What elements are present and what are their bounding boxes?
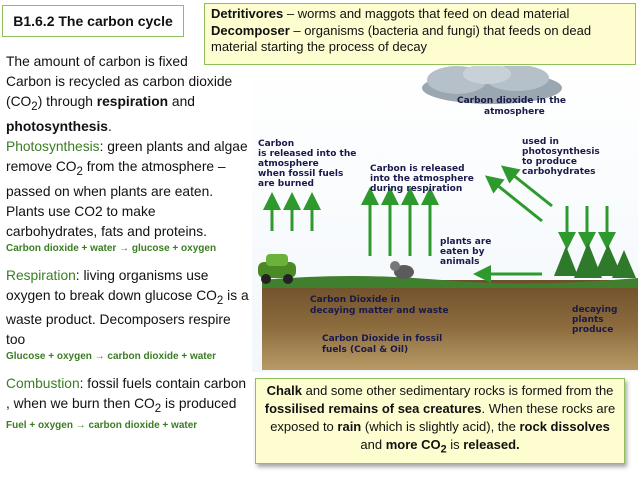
- svg-text:animals: animals: [440, 257, 479, 267]
- svg-text:fuels (Coal & Oil): fuels (Coal & Oil): [322, 345, 408, 355]
- photosynthesis-paragraph: Photosynthesis: green plants and algae r…: [6, 137, 250, 242]
- plants-eaten-label: plants are: [440, 237, 491, 247]
- svg-text:carbohydrates: carbohydrates: [522, 167, 595, 177]
- respiration-release-label: Carbon is released: [370, 164, 465, 174]
- svg-text:when fossil fuels: when fossil fuels: [258, 169, 343, 179]
- detritivores-definition: Detritivores – worms and maggots that fe…: [211, 6, 629, 23]
- recycled-paragraph: Carbon is recycled as carbon dioxide (CO…: [6, 72, 250, 137]
- svg-text:produce: produce: [572, 325, 613, 335]
- svg-text:to produce: to produce: [522, 157, 577, 167]
- photosynthesis-equation: Carbon dioxide + water → glucose + oxyge…: [6, 242, 250, 256]
- page-title: B1.6.2 The carbon cycle: [2, 5, 184, 37]
- svg-text:photosynthesis: photosynthesis: [522, 147, 600, 157]
- respiration-paragraph: Respiration: living organisms use oxygen…: [6, 266, 250, 351]
- combustion-paragraph: Combustion: fossil fuels contain carbon …: [6, 374, 250, 419]
- combustion-equation: Fuel + oxygen → carbon dioxide + water: [6, 419, 250, 433]
- svg-text:atmosphere: atmosphere: [484, 107, 545, 117]
- fossil-release-label: Carbon: [258, 139, 294, 149]
- svg-text:plants: plants: [572, 315, 604, 325]
- decaying-plants-label: decaying: [572, 305, 617, 315]
- svg-text:eaten by: eaten by: [440, 247, 485, 257]
- decay-co2-label: Carbon Dioxide in: [310, 295, 400, 305]
- svg-text:atmosphere: atmosphere: [258, 159, 319, 169]
- svg-text:decaying matter and waste: decaying matter and waste: [310, 306, 449, 316]
- atmosphere-label: Carbon dioxide in the: [457, 96, 566, 106]
- respiration-equation: Glucose + oxygen → carbon dioxide + wate…: [6, 350, 250, 364]
- decomposer-definition: Decomposer – organisms (bacteria and fun…: [211, 23, 629, 56]
- left-column: The amount of carbon is fixed Carbon is …: [6, 52, 250, 433]
- svg-text:are burned: are burned: [258, 179, 314, 189]
- photosynthesis-use-label: used in: [522, 137, 559, 147]
- intro-line: The amount of carbon is fixed: [6, 52, 250, 72]
- svg-text:into the atmosphere: into the atmosphere: [370, 174, 474, 184]
- definitions-box: Detritivores – worms and maggots that fe…: [204, 3, 636, 65]
- carbon-cycle-diagram: Carbon dioxide in the atmosphere Carbon …: [252, 66, 638, 372]
- chalk-info-box: Chalk and some other sedimentary rocks i…: [255, 378, 625, 464]
- svg-text:is released into the: is released into the: [258, 149, 356, 159]
- svg-text:during respiration: during respiration: [370, 184, 462, 194]
- fossil-co2-label: Carbon Dioxide in fossil: [322, 334, 442, 344]
